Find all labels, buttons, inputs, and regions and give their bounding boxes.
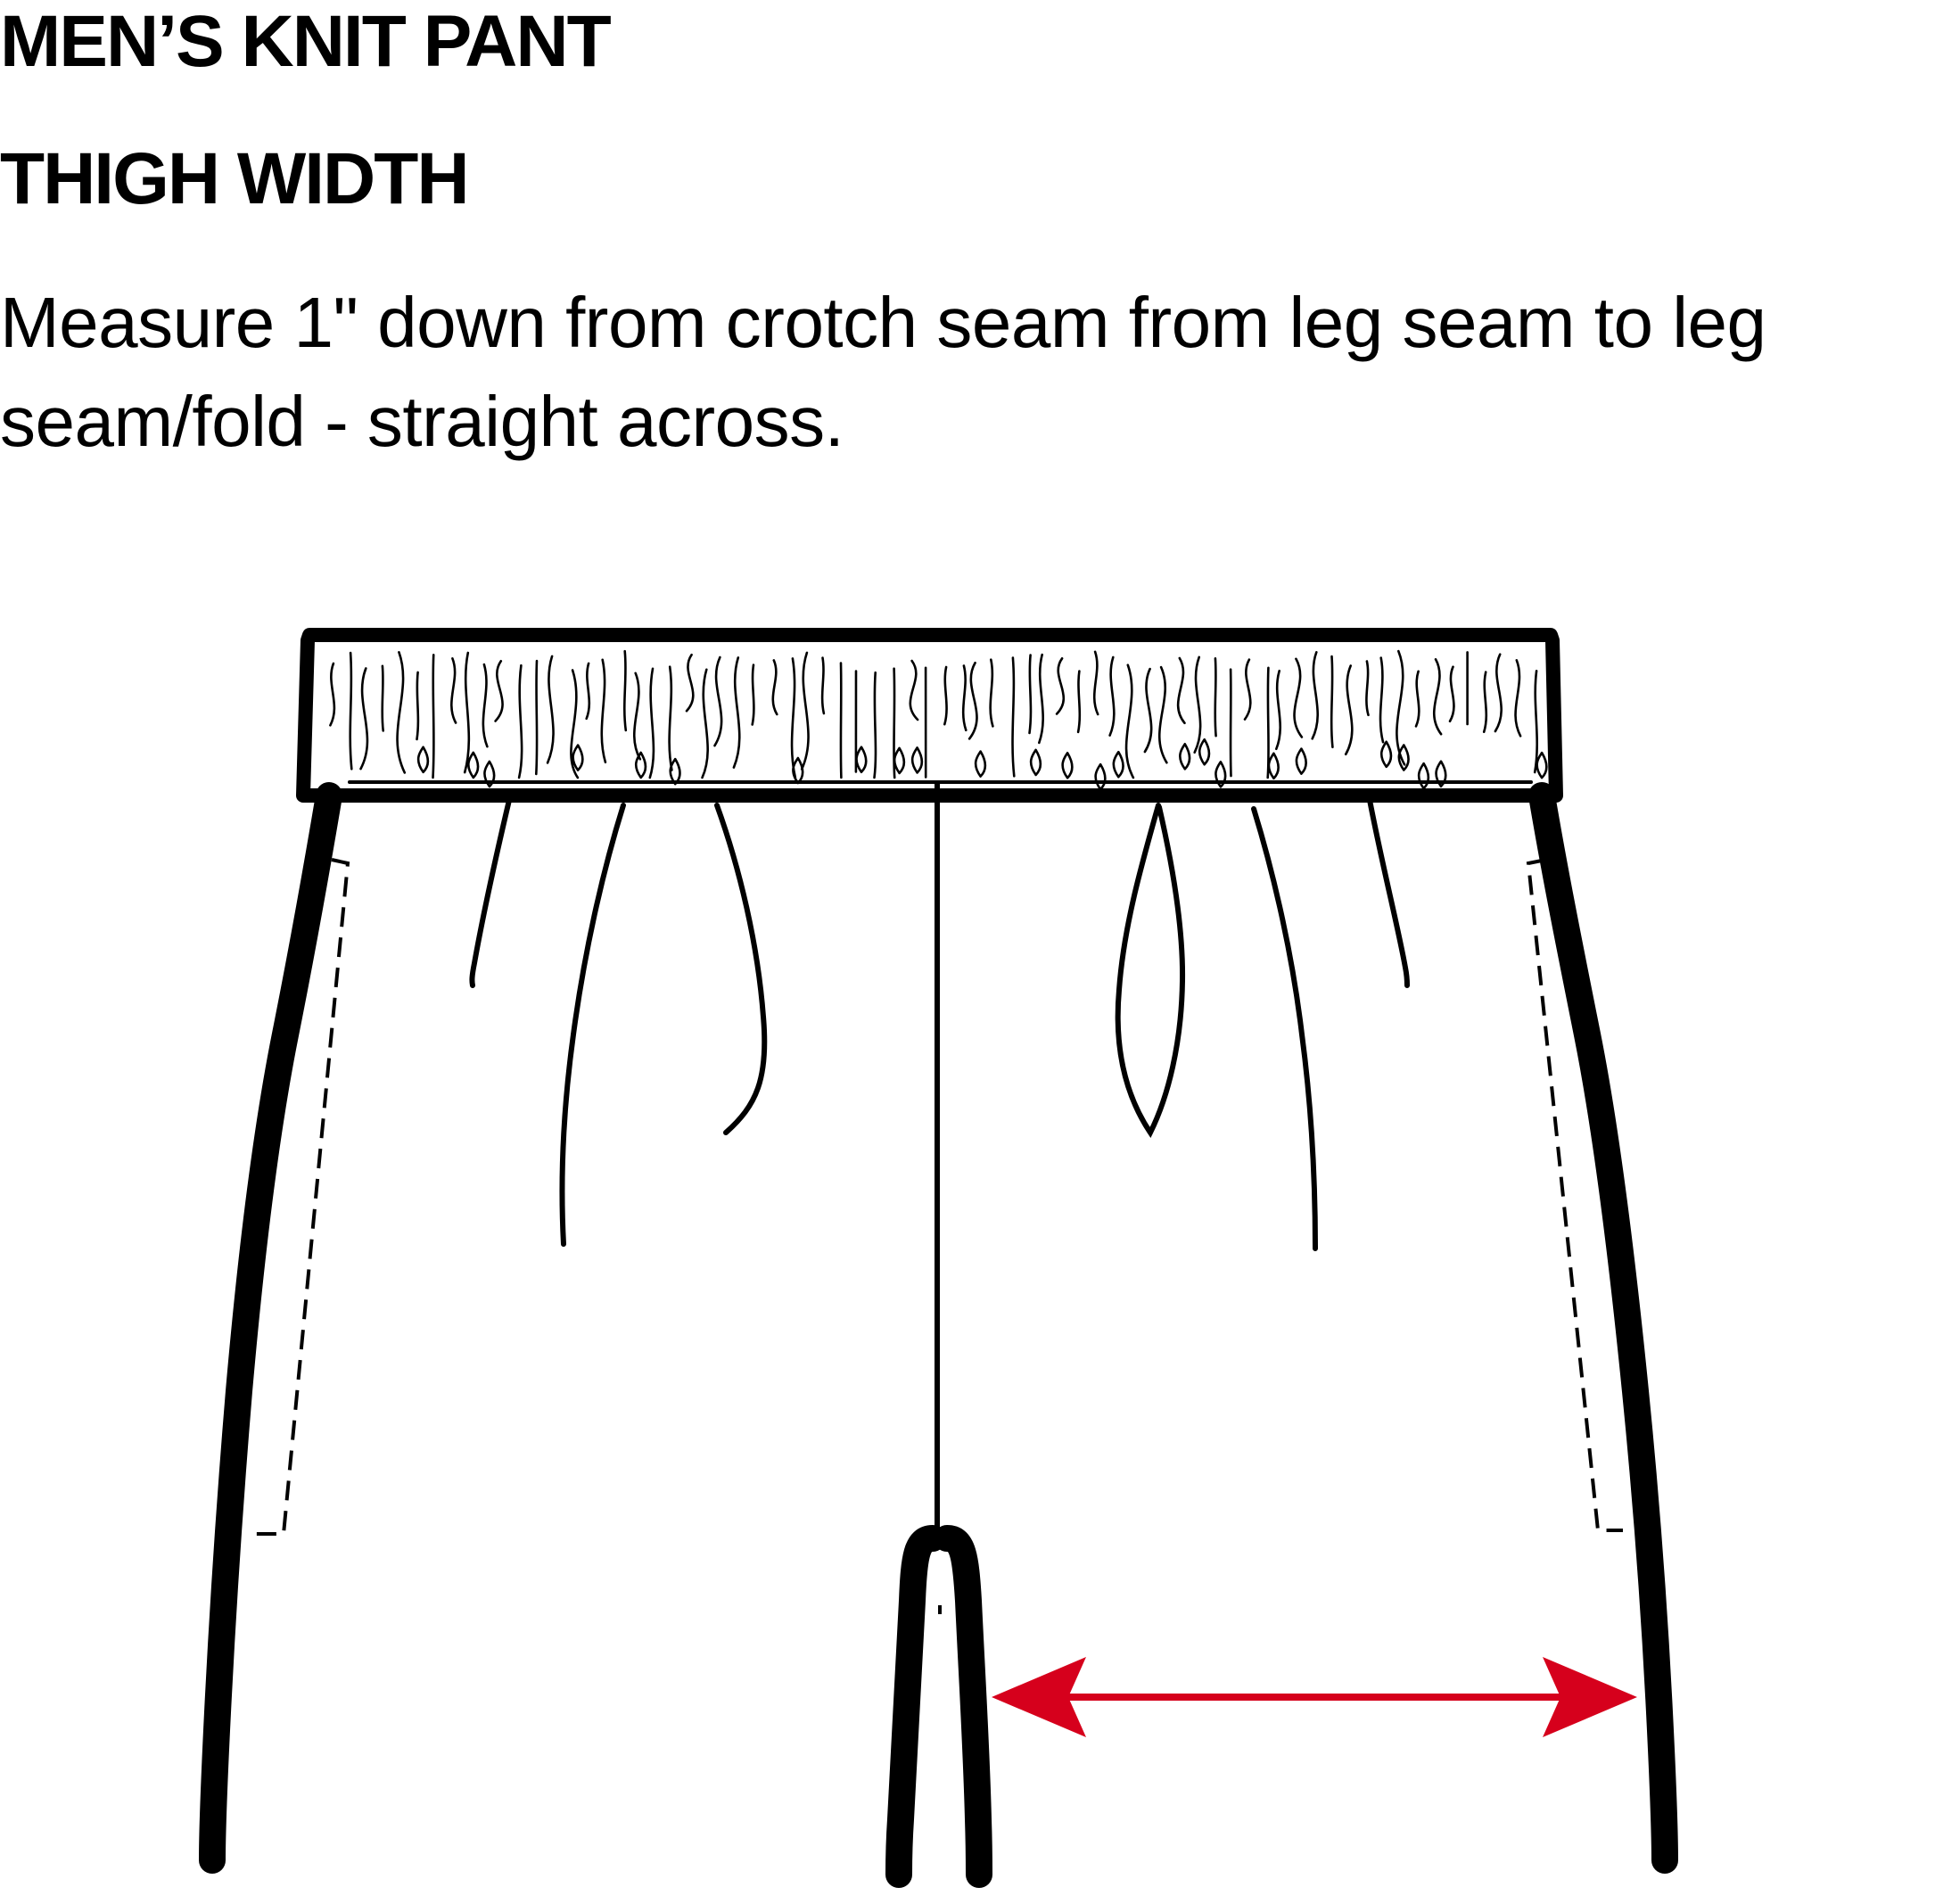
drape-line: [1115, 803, 1186, 1138]
drape-line: [1251, 806, 1318, 1251]
garment-title: MEN’S KNIT PANT: [0, 1, 612, 82]
measure-arrow-right-head: [1543, 1657, 1637, 1737]
drape-line: [714, 803, 768, 1135]
left-outer-seam: [199, 782, 342, 1874]
waistband-outline: [296, 628, 1563, 803]
crotch-inseam: [885, 1525, 992, 1888]
pocket-stitching: [256, 858, 1623, 1536]
left-pocket-stitch: [256, 858, 350, 1536]
waistband-ruching: [329, 649, 1548, 791]
measurement-title: THIGH WIDTH: [0, 138, 470, 219]
right-pocket-stitch: [1526, 858, 1623, 1532]
left-inseam: [885, 1525, 946, 1888]
drape-line: [469, 794, 513, 988]
drape-line: [559, 803, 626, 1247]
double-headed-arrow-icon: [992, 1657, 1637, 1737]
right-outer-seam: [1528, 782, 1678, 1874]
measure-arrow-left-head: [992, 1657, 1086, 1737]
drape-line: [1367, 797, 1410, 988]
drape-lines: [469, 794, 1410, 1251]
measurement-instructions: Measure 1" down from crotch seam from le…: [0, 283, 1766, 461]
waistband: [296, 628, 1563, 803]
right-inseam: [934, 1525, 992, 1888]
